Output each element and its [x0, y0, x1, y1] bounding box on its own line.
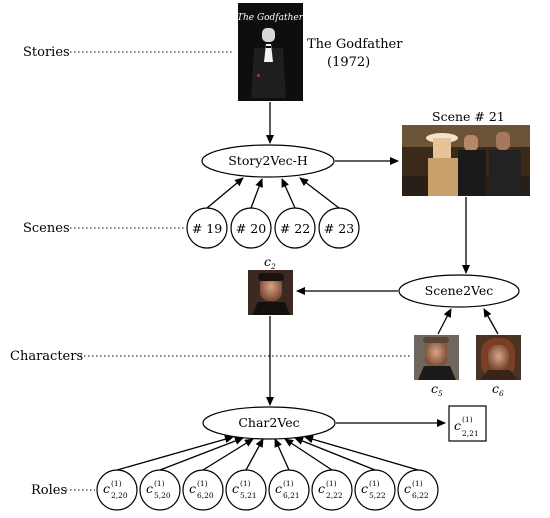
- role-circle-group: c(1)2,20 c(1)5,20 c(1)6,20 c(1)5,21 c(1)6,21…: [96, 469, 439, 511]
- story2vec-node: [201, 144, 335, 178]
- output-embedding-box: [448, 405, 487, 442]
- role-label: c(1)6,20: [189, 479, 214, 500]
- c2-portrait: [248, 270, 293, 315]
- role-label: c(1)2,22: [318, 479, 343, 500]
- role-arrows: [116, 435, 419, 471]
- arrow-role-to-char2vec: [274, 438, 290, 471]
- scene-circle-group: # 19 # 20 # 22 # 23: [186, 207, 360, 249]
- arrow-role-to-char2vec: [304, 435, 419, 471]
- movie-poster-image: The Godfather: [237, 3, 304, 101]
- char2vec-label: Char2Vec: [238, 415, 299, 430]
- movie-year: (1972): [327, 55, 370, 70]
- arrow-role-to-char2vec: [294, 437, 376, 471]
- arrow-role-to-char2vec: [159, 437, 244, 471]
- scene-id-label: # 23: [324, 221, 354, 236]
- scene2vec-node: [398, 274, 520, 308]
- role-label: c(1)5,22: [361, 479, 386, 500]
- scene-id-label: # 22: [280, 221, 310, 236]
- row-label-scenes: Scenes: [23, 221, 70, 236]
- arrows: [266, 102, 499, 427]
- output-embedding-label: c(1)2,21: [454, 415, 479, 438]
- arrow-role-to-char2vec: [284, 438, 333, 471]
- arrow-scene-to-story2vec: [206, 177, 244, 209]
- c5-label: c5: [431, 381, 443, 398]
- row-label-characters: Characters: [10, 349, 83, 364]
- scene-id-label: # 19: [192, 221, 222, 236]
- c6-label: c6: [492, 381, 504, 398]
- c5-portrait: [414, 335, 459, 380]
- arrow-c6-to-scene2vec: [483, 308, 499, 335]
- arrow-scene-to-story2vec: [281, 178, 296, 209]
- arrow-role-to-char2vec: [202, 438, 254, 471]
- role-label: c(1)6,21: [275, 479, 300, 500]
- role-label: c(1)5,20: [146, 479, 171, 500]
- role-label: c(1)6,22: [404, 479, 429, 500]
- scene2vec-label: Scene2Vec: [425, 283, 494, 298]
- scene-image-caption: Scene # 21: [432, 109, 505, 124]
- arrow-role-to-char2vec: [116, 435, 234, 471]
- poster-title: The Godfather: [237, 13, 304, 23]
- row-label-roles: Roles: [31, 483, 67, 498]
- arrow-c5-to-scene2vec: [437, 308, 452, 335]
- movie-title: The Godfather: [307, 37, 403, 52]
- c2-label: c2: [264, 254, 276, 271]
- scene-21-image: [402, 125, 530, 196]
- role-label: c(1)2,20: [103, 479, 128, 500]
- story2vec-label: Story2Vec-H: [228, 153, 308, 168]
- scene-id-label: # 20: [236, 221, 266, 236]
- char2vec-node: [202, 406, 336, 440]
- scene-arrows: [206, 177, 340, 209]
- arrow-role-to-char2vec: [245, 438, 264, 471]
- role-label: c(1)5,21: [232, 479, 257, 500]
- arrow-scene-to-story2vec: [250, 178, 263, 209]
- arrow-scene-to-story2vec: [299, 177, 340, 209]
- c6-portrait: [476, 335, 521, 380]
- row-label-stories: Stories: [23, 45, 70, 60]
